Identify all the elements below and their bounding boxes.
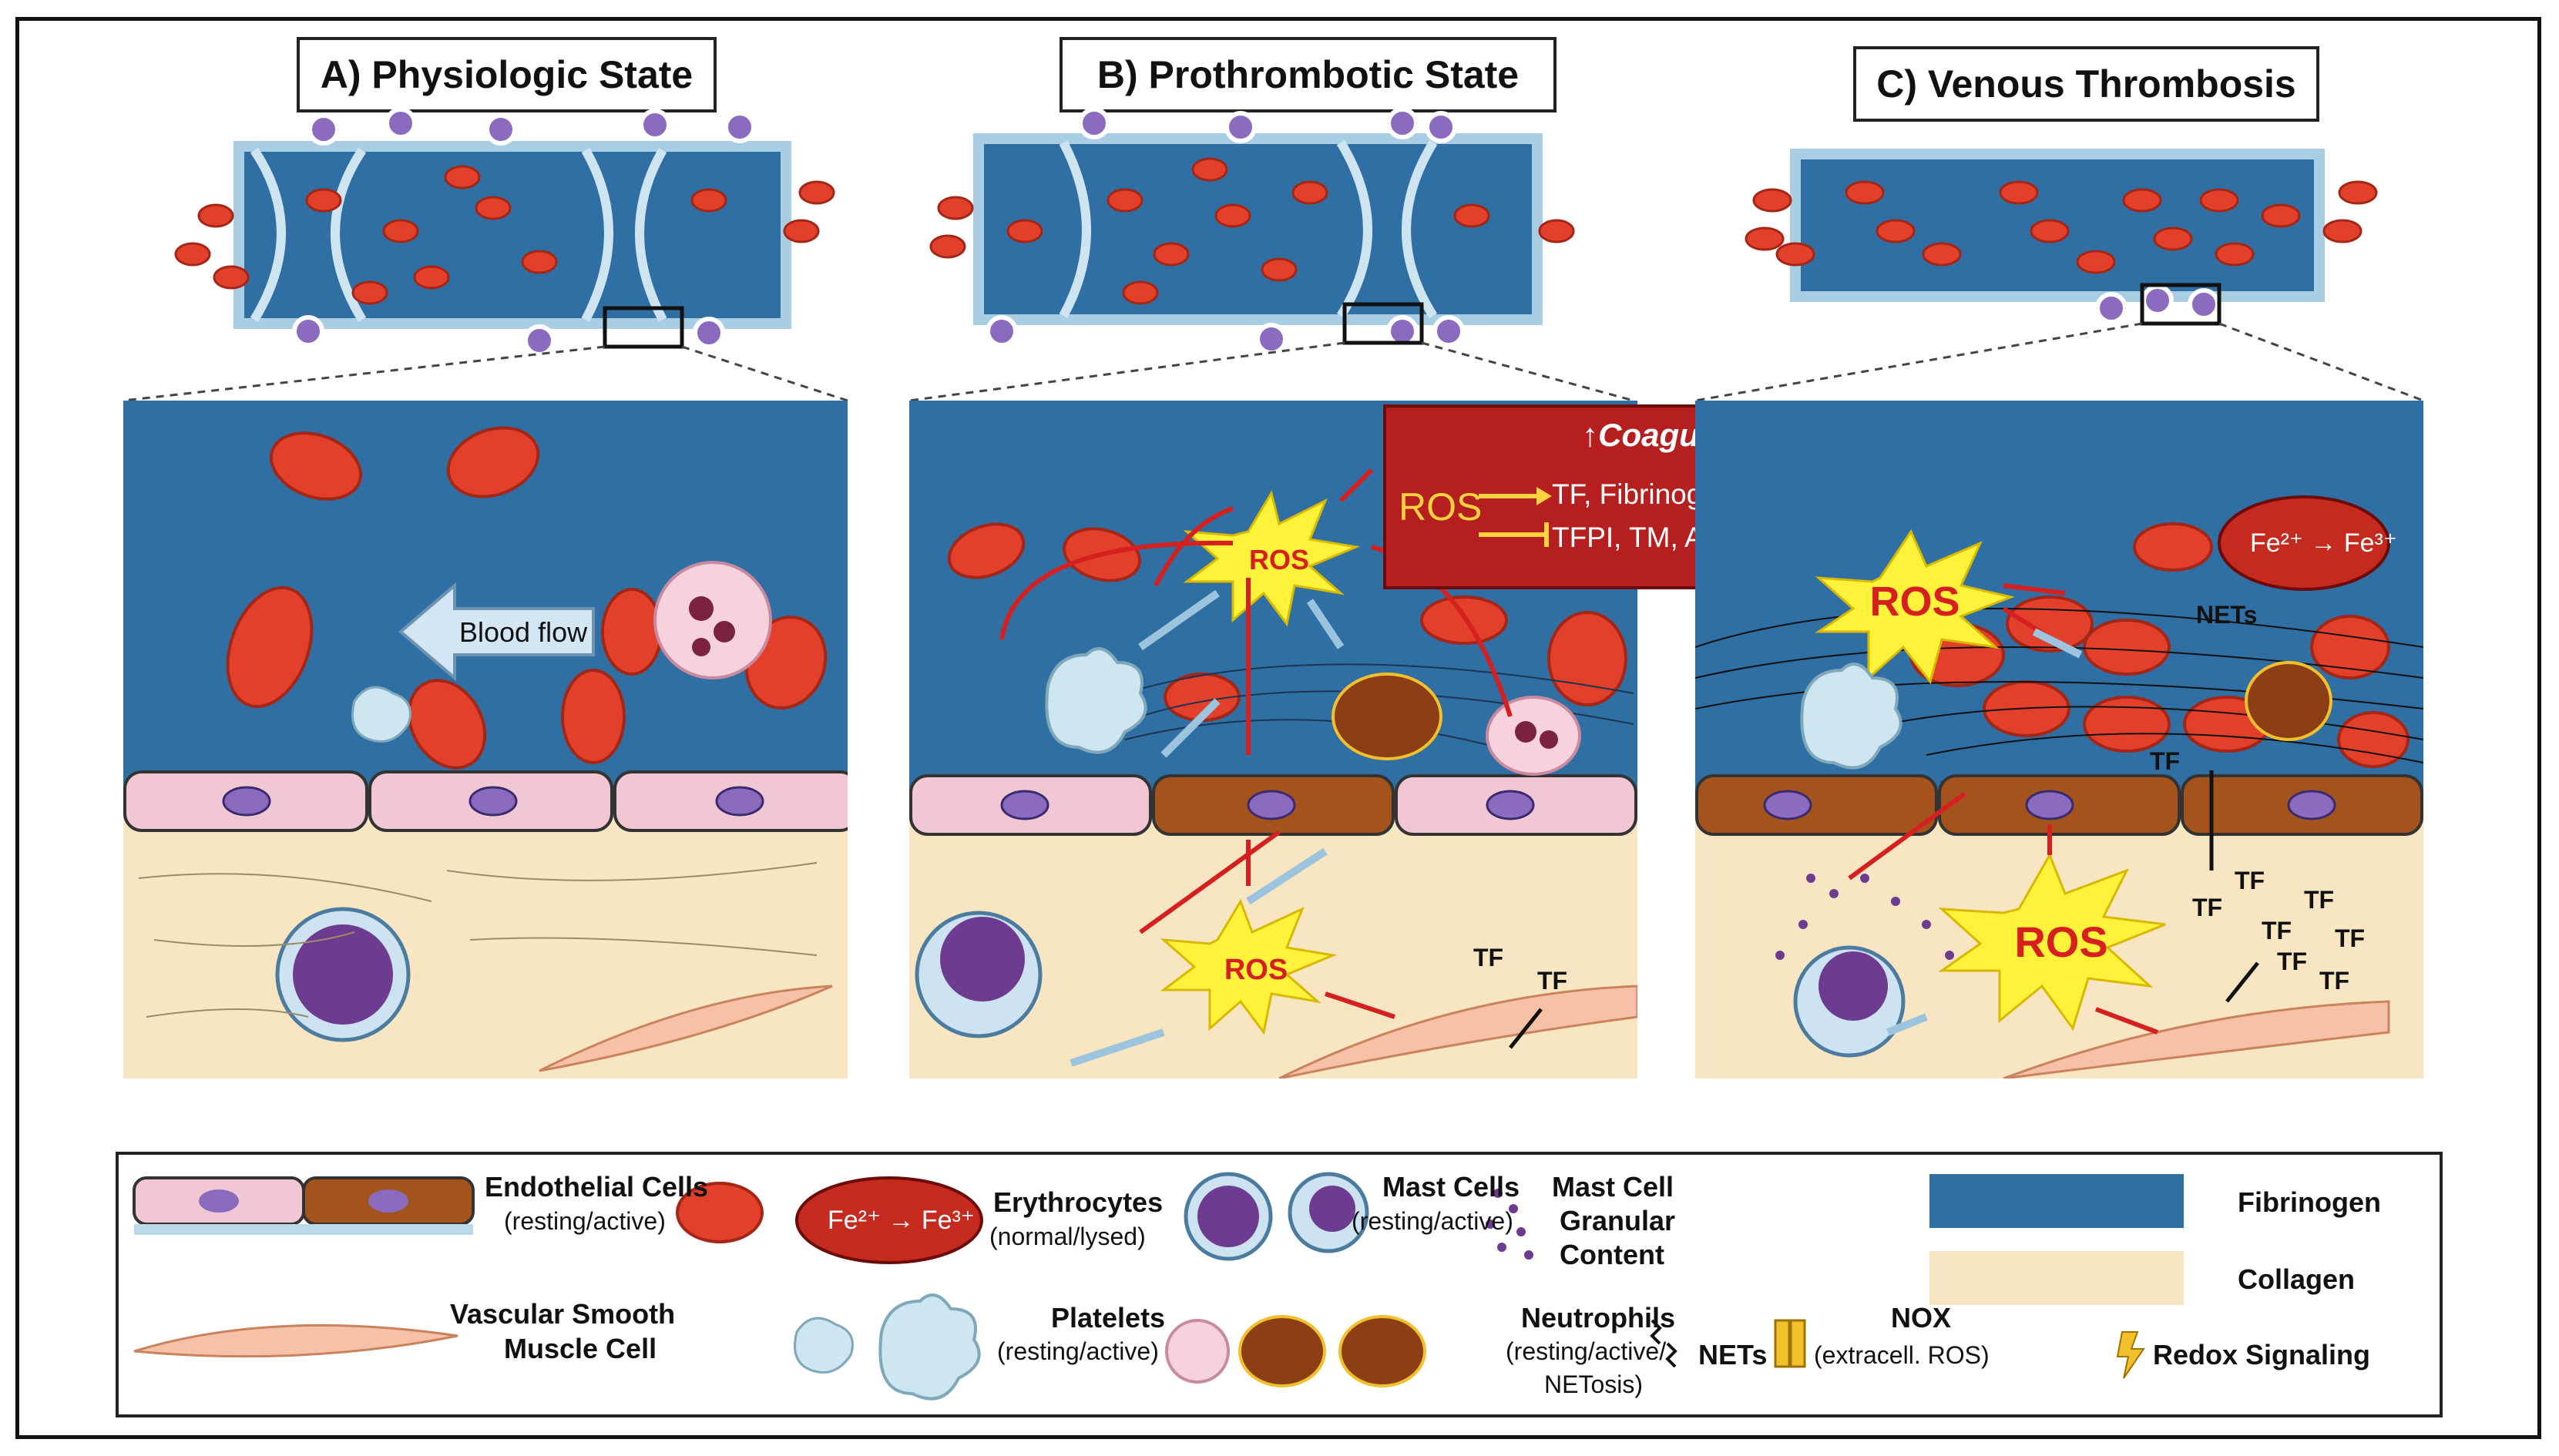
platelet-active — [1800, 663, 1902, 770]
platelet-active — [1045, 647, 1147, 754]
title-physiologic-state: A) Physiologic State — [297, 37, 717, 112]
vascular-smooth-muscle-cell-icon — [133, 1323, 458, 1358]
legend-neutrophils: Neutrophils — [1521, 1302, 1676, 1334]
legend-platelets: Platelets — [1051, 1302, 1166, 1334]
legend-mast-granular: Content — [1560, 1239, 1664, 1270]
panel-c-cells — [1695, 495, 2423, 1079]
platelet-active-icon — [878, 1293, 981, 1401]
legend-nox: NOX — [1891, 1302, 1952, 1334]
vessel-physiologic — [123, 107, 848, 401]
fibrinogen-icon — [1929, 1174, 2184, 1228]
ros-star-top — [1183, 490, 1361, 627]
legend-erythrocytes: Erythrocytes — [993, 1186, 1164, 1218]
blood-flow-arrow — [398, 582, 595, 682]
vessel-prothrombotic — [908, 107, 1634, 401]
legend-mast-granular: Mast Cell — [1552, 1171, 1674, 1203]
tf-label: TF — [2335, 924, 2366, 952]
nox-icon — [1774, 1319, 1806, 1368]
platelet-resting — [351, 686, 411, 743]
tf-label: TF — [2235, 867, 2265, 894]
legend-collagen: Collagen — [2238, 1263, 2356, 1295]
ros-star-bottom — [1160, 898, 1338, 1035]
ros-label-bottom: ROS — [1224, 954, 1288, 986]
legend-endothelial: Endothelial Cells — [485, 1171, 709, 1203]
tf-label: TF — [1537, 967, 1568, 995]
legend-redox: Redox Signaling — [2153, 1339, 2371, 1370]
ros-star-bottom — [1938, 852, 2166, 1032]
legend-mast-cells-sub: (resting/active) — [1352, 1207, 1513, 1235]
legend: Endothelial Cells (resting/active) Fe²⁺ … — [116, 1152, 2443, 1417]
figure-frame — [15, 17, 2541, 1439]
mast-cell-granules-icon — [1486, 1189, 1533, 1260]
legend-neutrophils-sub: NETosis) — [1544, 1370, 1644, 1398]
legend-fibrinogen: Fibrinogen — [2238, 1186, 2381, 1218]
mast-cell-icons — [1184, 1172, 1369, 1261]
ros-label-top: ROS — [1869, 579, 1960, 625]
legend-icons — [133, 1172, 2184, 1401]
legend-nox-sub: (extracell. ROS) — [1814, 1341, 1990, 1369]
collagen-icon — [1929, 1251, 2184, 1305]
tf-label: TF — [2319, 967, 2350, 995]
endothelial-cells-icon — [133, 1176, 475, 1235]
ros-label-bottom: ROS — [2014, 918, 2108, 966]
vascular-smooth-muscle-cell — [1278, 985, 1637, 1079]
ros-effect-arrows — [1479, 487, 1552, 547]
up-arrow-icon: ↑ — [1582, 417, 1599, 453]
mast-cell-resting — [275, 907, 411, 1042]
erythrocyte-lysed — [2218, 495, 2390, 591]
erythrocyte-lysed-icon — [795, 1176, 983, 1264]
vessel-illustrations — [123, 107, 2424, 401]
panel-prothrombotic: ROS ROS TF TF — [909, 401, 1637, 1079]
erythrocyte-icon — [676, 1182, 764, 1243]
title-prothrombotic-state: B) Prothrombotic State — [1060, 37, 1557, 112]
neutrophil-resting — [653, 561, 772, 679]
endothelial-cell-active — [1695, 774, 1938, 836]
legend-mast-cells: Mast Cells — [1382, 1171, 1520, 1203]
mast-cell-active — [1793, 945, 1906, 1058]
legend-neutrophils-sub: (resting/active/ — [1506, 1337, 1667, 1365]
nets-label: NETs — [2196, 601, 2258, 629]
collagen-layer — [123, 817, 848, 1079]
legend-erythrocytes-sub: (normal/lysed) — [989, 1223, 1146, 1250]
legend-endothelial-sub: (resting/active) — [504, 1207, 666, 1235]
panel-venous-thrombosis: ROS ROS NETs Fe²⁺ → Fe³⁺ TF TF TF TF TF … — [1695, 401, 2423, 1079]
legend-fe: Fe²⁺ → Fe³⁺ — [828, 1206, 975, 1235]
ros-label-top: ROS — [1248, 544, 1309, 575]
mast-cell-active — [915, 911, 1043, 1038]
fe-oxidation-label: Fe²⁺ → Fe³⁺ — [2250, 528, 2397, 558]
vessel-venous-thrombosis — [1694, 149, 2424, 401]
legend-vsmc: Vascular Smooth — [450, 1298, 676, 1330]
ros-star-top — [1815, 528, 2016, 685]
panel-physiologic: Blood flow — [123, 401, 848, 1079]
tf-label: TF — [1473, 944, 1504, 971]
neutrophil-netosis — [2245, 661, 2332, 741]
legend-vsmc: Muscle Cell — [504, 1333, 657, 1364]
title-venous-thrombosis: C) Venous Thrombosis — [1853, 46, 2319, 122]
legend-nets: NETs — [1698, 1339, 1768, 1370]
panel-b-cells — [915, 468, 1637, 1079]
endothelial-cell-resting — [613, 770, 848, 832]
panel-a-cells — [138, 426, 833, 1072]
redox-signaling-icon — [2116, 1331, 2145, 1379]
neutrophil-active — [1332, 673, 1442, 760]
tf-label: TF — [2277, 948, 2308, 975]
neutrophil-icons — [1165, 1315, 1426, 1387]
endothelial-cell-resting — [123, 770, 368, 832]
platelet-resting-icon — [794, 1317, 854, 1374]
coagulation-ros-label: ROS — [1399, 485, 1483, 528]
vascular-smooth-muscle-cell — [2003, 1000, 2390, 1079]
vascular-smooth-muscle-cell — [539, 985, 833, 1072]
nets-icon — [1650, 1319, 1677, 1368]
legend-mast-granular: Granular — [1560, 1205, 1676, 1236]
tf-label: TF — [2262, 917, 2292, 944]
legend-platelets-sub: (resting/active) — [997, 1337, 1159, 1365]
tf-label: TF — [2150, 747, 2181, 775]
neutrophil-resting — [1486, 696, 1581, 776]
blood-flow-label: Blood flow — [459, 616, 588, 648]
tf-label: TF — [2192, 894, 2223, 921]
tf-label: TF — [2304, 886, 2335, 914]
